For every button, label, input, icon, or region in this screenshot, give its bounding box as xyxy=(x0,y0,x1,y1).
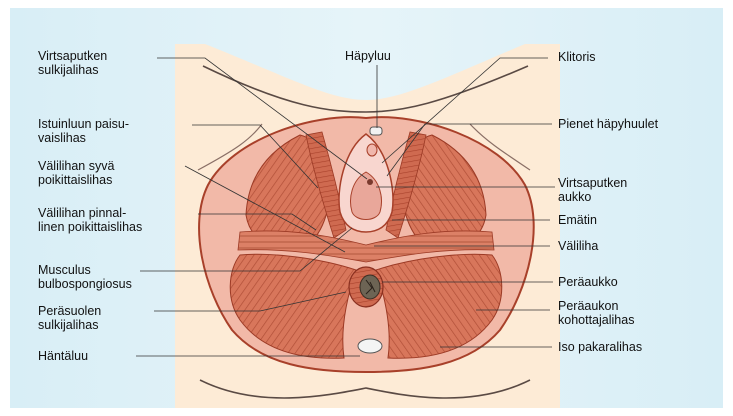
label-ematin: Emätin xyxy=(558,213,597,227)
urethral-opening xyxy=(367,179,373,185)
label-iso-pakaralihas: Iso pakaralihas xyxy=(558,340,642,354)
labels-top: Häpyluu xyxy=(345,49,391,63)
pubic-bone xyxy=(370,127,382,135)
label-hapyluu: Häpyluu xyxy=(345,49,391,63)
coccyx xyxy=(358,339,382,353)
label-peraaukko: Peräaukko xyxy=(558,275,618,289)
label-perasuolen-sulkijalihas: Peräsuolen sulkijalihas xyxy=(38,304,105,332)
label-valilihan-pinnallinen: Välilihan pinnal- linen poikittaislihas xyxy=(38,206,142,234)
label-hantaluu: Häntäluu xyxy=(38,349,88,363)
anus xyxy=(360,275,380,299)
clitoris xyxy=(367,144,377,156)
label-klitoris: Klitoris xyxy=(558,50,596,64)
label-valiliha: Väliliha xyxy=(558,239,598,253)
label-valilihan-syva: Välilihan syvä poikittaislihas xyxy=(38,159,118,187)
label-pienet-hapyhuulet: Pienet häpyhuulet xyxy=(558,117,659,131)
